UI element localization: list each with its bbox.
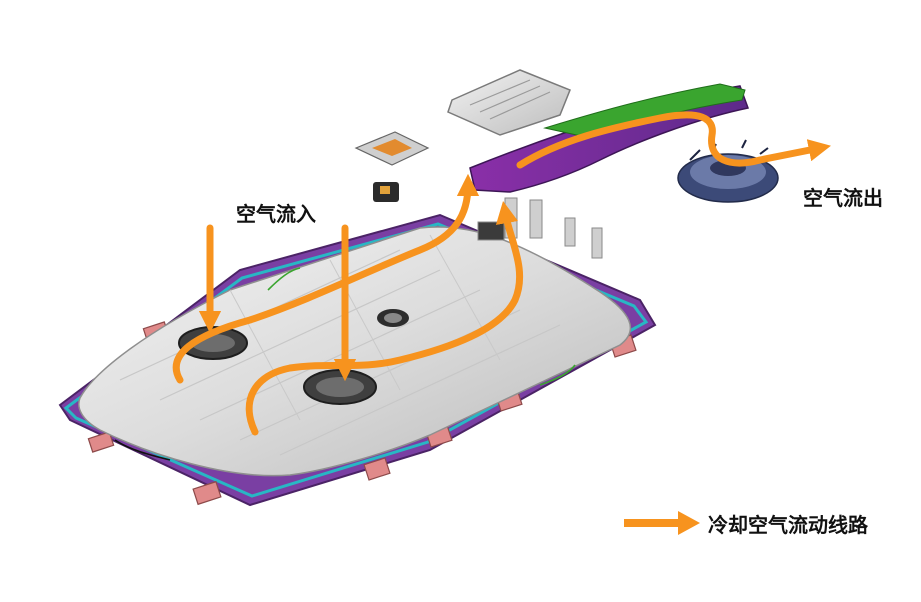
airflow-route-back <box>172 173 480 384</box>
legend: 冷却空气流动线路 <box>622 505 912 541</box>
battery-cover <box>78 226 631 477</box>
airflow-route-front <box>245 200 524 436</box>
wires <box>114 267 576 461</box>
top-lid-component <box>447 69 571 136</box>
airflow-route-duct <box>516 111 831 169</box>
legend-arrow-icon <box>624 511 700 535</box>
air-inlet-right <box>303 369 377 405</box>
cooling-airflow-path <box>172 111 831 436</box>
control-module <box>354 131 430 166</box>
air-inflow-label: 空气流入 <box>236 202 316 226</box>
center-port <box>377 309 409 327</box>
connector <box>373 182 399 202</box>
blower-fan <box>677 139 779 203</box>
air-outflow-label: 空气流出 <box>803 186 883 210</box>
legend-label: 冷却空气流动线路 <box>708 513 868 537</box>
